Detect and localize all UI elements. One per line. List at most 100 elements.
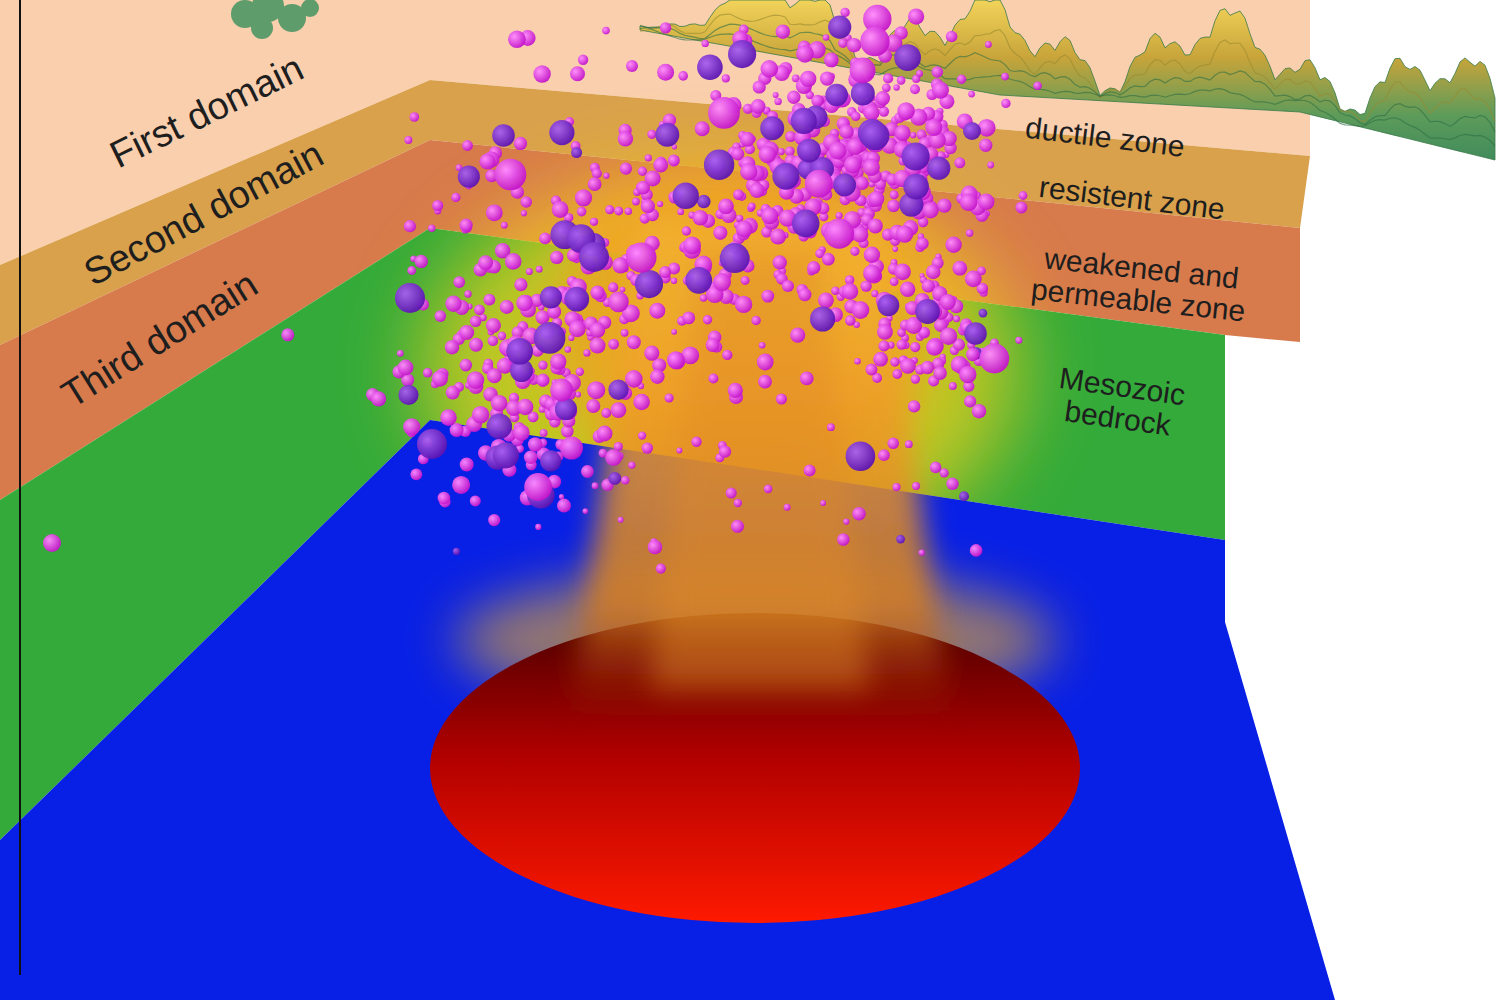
seismic-event bbox=[818, 292, 834, 308]
seismic-event bbox=[740, 132, 755, 147]
seismic-event bbox=[495, 159, 527, 191]
seismic-event bbox=[656, 564, 666, 574]
seismic-event bbox=[877, 324, 893, 340]
seismic-event bbox=[521, 210, 527, 216]
seismic-event bbox=[846, 442, 876, 472]
seismic-event bbox=[708, 97, 740, 129]
seismic-event bbox=[748, 203, 756, 211]
seismic-event bbox=[535, 524, 541, 530]
seismic-event bbox=[517, 399, 533, 415]
seismic-event bbox=[415, 255, 428, 268]
seismic-event bbox=[959, 366, 976, 383]
seismic-event bbox=[972, 404, 987, 419]
seismic-event bbox=[933, 366, 947, 380]
seismic-event bbox=[611, 402, 627, 418]
seismic-event bbox=[987, 162, 994, 169]
seismic-event bbox=[706, 338, 720, 352]
seismic-event bbox=[516, 295, 533, 312]
seismic-event bbox=[761, 60, 779, 78]
seismic-event bbox=[773, 92, 779, 98]
seismic-event bbox=[608, 472, 621, 485]
seismic-event bbox=[458, 166, 480, 188]
seismic-event bbox=[423, 368, 433, 378]
seismic-event bbox=[926, 339, 943, 356]
seismic-event bbox=[902, 142, 930, 170]
seismic-event bbox=[440, 409, 457, 426]
seismic-event bbox=[966, 229, 974, 237]
seismic-event bbox=[878, 449, 890, 461]
seismic-event bbox=[459, 325, 474, 340]
seismic-event bbox=[978, 194, 995, 211]
seismic-event bbox=[966, 348, 979, 361]
seismic-event bbox=[602, 27, 610, 35]
seismic-event bbox=[932, 82, 949, 99]
seismic-event bbox=[642, 442, 653, 453]
seismic-event bbox=[462, 140, 473, 151]
seismic-event bbox=[460, 458, 474, 472]
seismic-event bbox=[682, 312, 695, 325]
seismic-event bbox=[588, 177, 602, 191]
seismic-event bbox=[432, 200, 443, 211]
seismic-event bbox=[728, 383, 743, 398]
seismic-event bbox=[676, 448, 682, 454]
seismic-event bbox=[445, 340, 459, 354]
seismic-event bbox=[719, 445, 731, 457]
seismic-event bbox=[472, 406, 490, 424]
seismic-event bbox=[823, 34, 830, 41]
seismic-event bbox=[912, 75, 920, 83]
seismic-event bbox=[626, 60, 638, 72]
seismic-event bbox=[506, 338, 533, 365]
seismic-event bbox=[467, 371, 485, 389]
seismic-event bbox=[488, 514, 500, 526]
seismic-event bbox=[829, 142, 847, 160]
seismic-event bbox=[555, 398, 577, 420]
seismic-event bbox=[921, 361, 934, 374]
seismic-event bbox=[590, 338, 606, 354]
seismic-event bbox=[627, 335, 641, 349]
seismic-event bbox=[605, 205, 614, 214]
seismic-event bbox=[925, 119, 942, 136]
seismic-event bbox=[774, 98, 781, 105]
seismic-event bbox=[678, 71, 688, 81]
seismic-event bbox=[940, 328, 957, 345]
seismic-event bbox=[539, 232, 551, 244]
seismic-event bbox=[875, 91, 890, 106]
seismic-event bbox=[469, 338, 483, 352]
seismic-event bbox=[479, 153, 495, 169]
seismic-event bbox=[514, 278, 527, 291]
seismic-event bbox=[583, 349, 590, 356]
seismic-event bbox=[478, 255, 493, 270]
seismic-event bbox=[592, 168, 602, 178]
seismic-event bbox=[371, 391, 386, 406]
seismic-event bbox=[852, 507, 866, 521]
seismic-event bbox=[897, 339, 907, 349]
seismic-event bbox=[844, 156, 862, 174]
seismic-event bbox=[540, 450, 561, 471]
seismic-event bbox=[945, 237, 961, 253]
seismic-event bbox=[398, 385, 418, 405]
seismic-event bbox=[655, 123, 679, 147]
seismic-event bbox=[733, 189, 744, 200]
seismic-event bbox=[722, 350, 732, 360]
seismic-event bbox=[851, 112, 861, 122]
seismic-event bbox=[968, 91, 975, 98]
seismic-event bbox=[868, 218, 883, 233]
seismic-event bbox=[540, 429, 548, 437]
seismic-event bbox=[979, 344, 1009, 374]
seismic-event bbox=[505, 253, 522, 270]
seismic-event bbox=[597, 426, 613, 442]
seismic-event bbox=[749, 183, 764, 198]
seismic-event bbox=[960, 193, 978, 211]
seismic-event bbox=[550, 251, 563, 264]
seismic-event bbox=[513, 424, 530, 441]
seismic-event bbox=[910, 132, 916, 138]
seismic-event bbox=[508, 30, 526, 48]
seismic-event bbox=[528, 437, 543, 452]
seismic-event bbox=[435, 310, 447, 322]
seismic-event bbox=[647, 130, 656, 139]
seismic-event bbox=[741, 276, 750, 285]
seismic-event bbox=[893, 84, 899, 90]
seismic-event bbox=[484, 294, 496, 306]
zone-label: weakened and permeable zone bbox=[1007, 239, 1272, 329]
seismic-event bbox=[540, 286, 562, 308]
